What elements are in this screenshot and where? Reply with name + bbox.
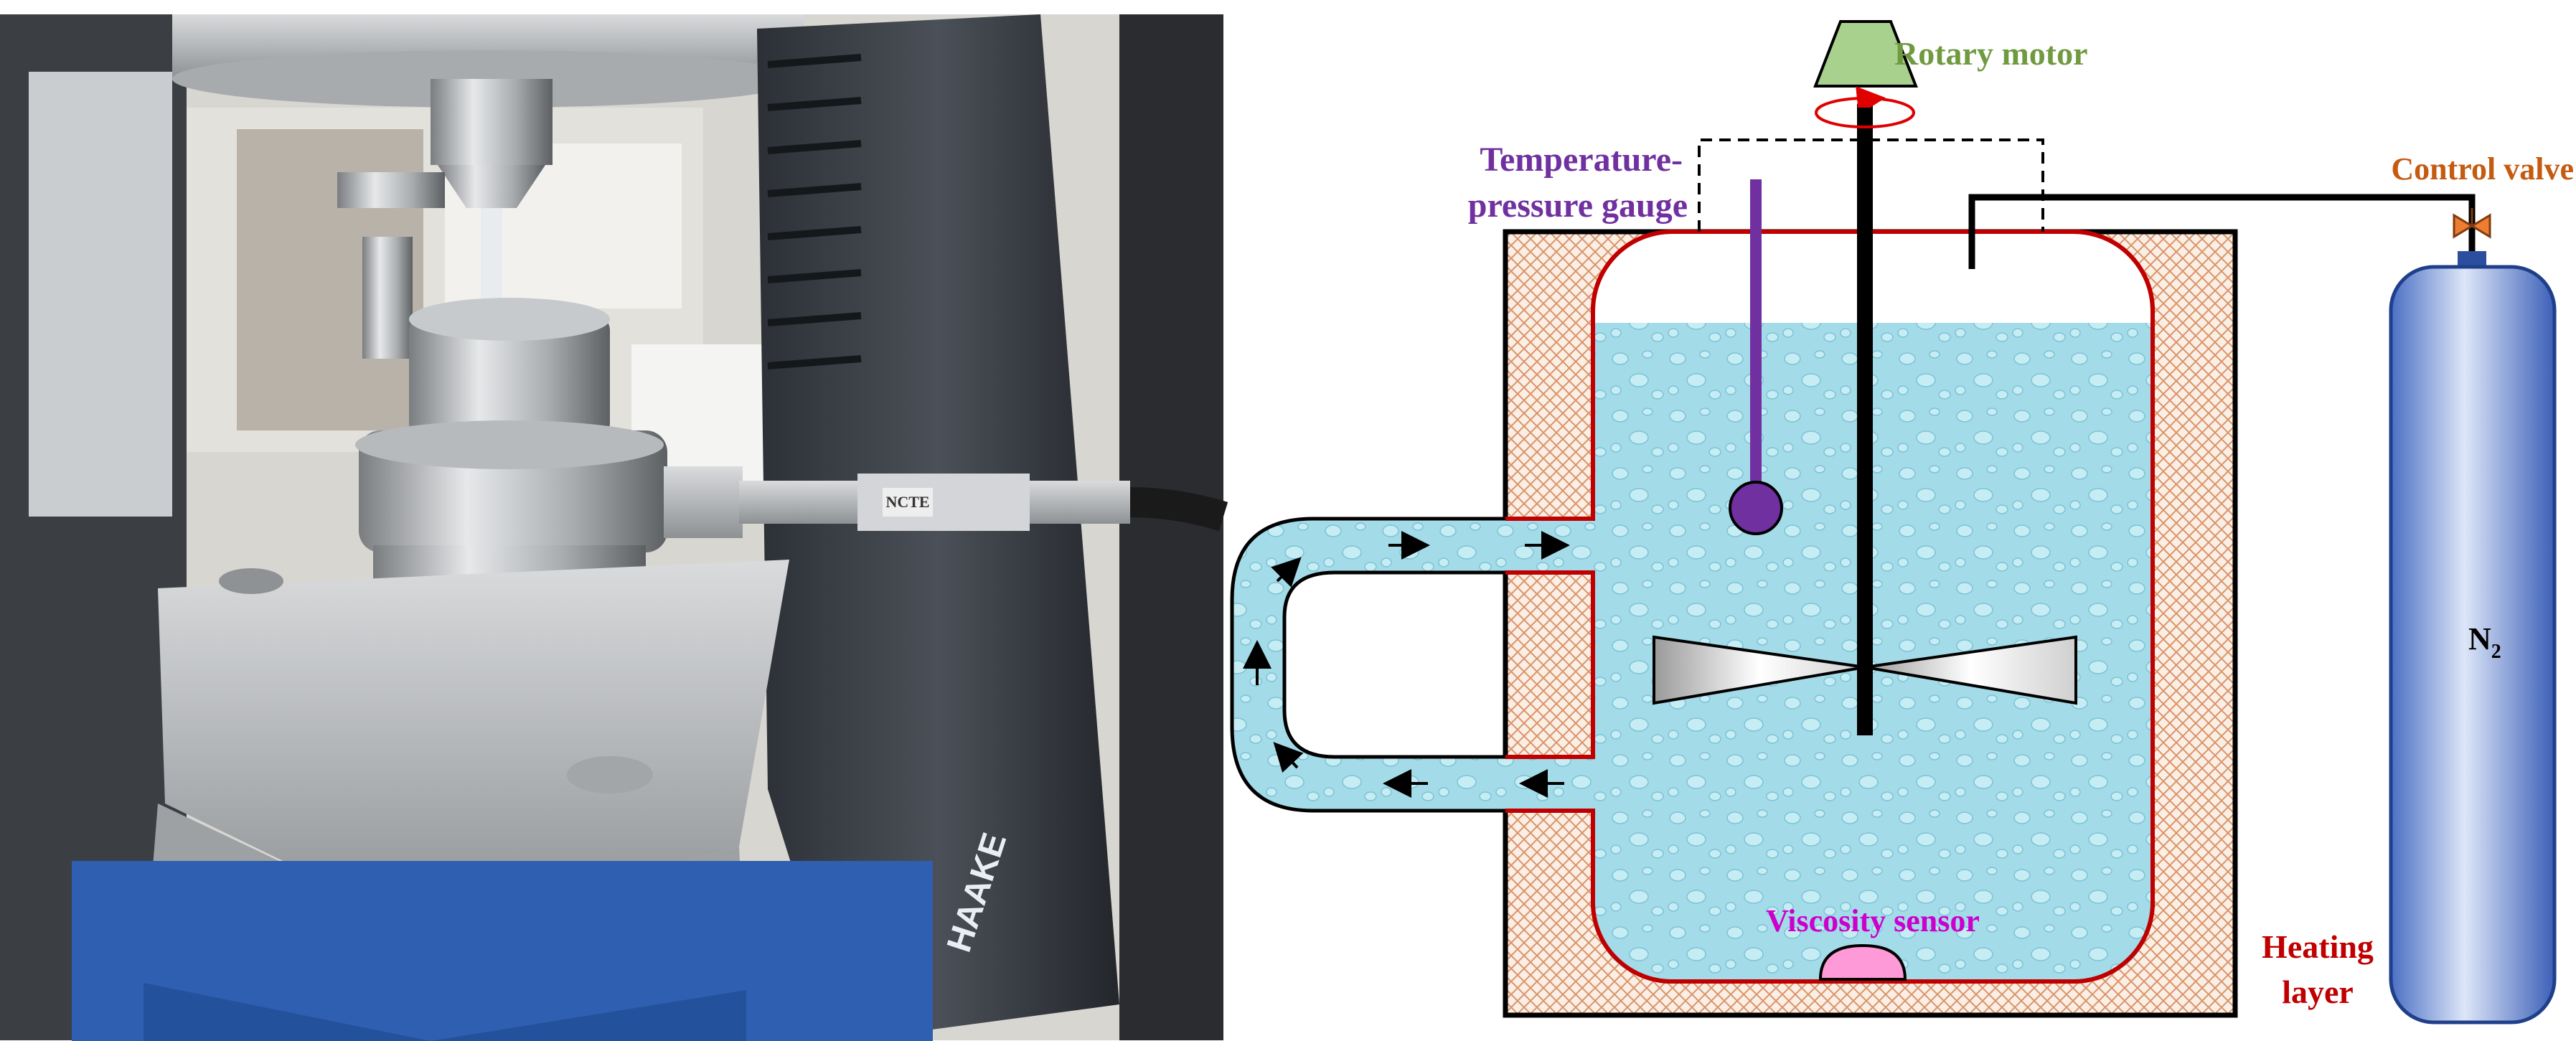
instrument-photo: NCTE HAAKE [0, 14, 1228, 1041]
reactor-schematic: N2 Rotary motor Temperature- pressure ga… [1230, 20, 2574, 1024]
photo-sensor-brand: NCTE [885, 493, 929, 511]
rotary-motor-label: Rotary motor [1894, 35, 2088, 72]
control-valve-label: Control valve [2391, 151, 2574, 187]
nitrogen-cylinder: N2 [2389, 251, 2557, 1024]
flow-arrows [1243, 531, 1570, 798]
temperature-gauge-label-line1: Temperature- [1480, 141, 1683, 179]
viscosity-sensor-label: Viscosity sensor [1766, 903, 1980, 938]
heating-layer-label-line1: Heating [2262, 928, 2374, 965]
gas-label: N2 [2468, 621, 2501, 663]
viscosity-sensor-icon [1818, 943, 1907, 981]
heating-layer-label-line2: layer [2282, 974, 2354, 1010]
temperature-gauge-label-line2: pressure gauge [1468, 187, 1688, 225]
temperature-pressure-gauge-icon [1729, 179, 1783, 535]
control-valve-icon [2453, 208, 2491, 239]
rotary-motor-icon [1813, 20, 1918, 735]
impeller-icon [1653, 635, 2077, 705]
